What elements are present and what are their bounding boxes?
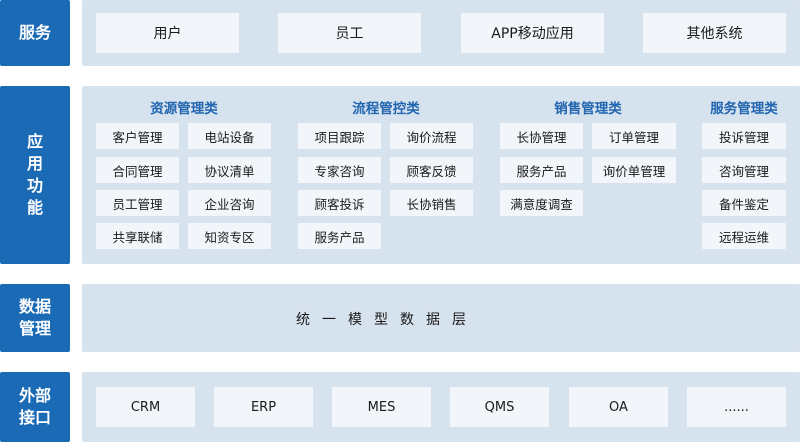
row-label-text: 应 用 功 能 [26, 132, 43, 217]
app-item: 专家咨询 [298, 157, 381, 183]
group-title-resource: 资源管理类 [150, 101, 218, 117]
app-item: 长协管理 [500, 123, 583, 149]
app-item: 员工管理 [96, 190, 179, 216]
service-item-other: 其他系统 [643, 13, 786, 53]
service-panel: 用户 员工 APP移动应用 其他系统 [82, 0, 800, 66]
ext-item-erp: ERP [214, 387, 313, 427]
ext-item-mes: MES [332, 387, 431, 427]
ext-item-oa: OA [569, 387, 668, 427]
row-label-service: 服务 [0, 0, 70, 66]
app-item: 顾客反馈 [390, 157, 473, 183]
app-item: 共享联储 [96, 223, 179, 249]
app-item: 订单管理 [592, 123, 676, 149]
row-label-data: 数据 管理 [0, 284, 70, 352]
row-label-text: 服务 [18, 23, 51, 42]
row-label-app: 应 用 功 能 [0, 86, 70, 264]
app-item: 长协销售 [390, 190, 473, 216]
ext-panel: CRM ERP MES QMS OA ...... [82, 372, 800, 442]
service-item-app: APP移动应用 [461, 13, 604, 53]
row-label-text: 外部 接口 [18, 386, 51, 427]
app-item: 咨询管理 [702, 157, 786, 183]
group-title-process: 流程管控类 [352, 101, 420, 117]
row-label-ext: 外部 接口 [0, 372, 70, 442]
app-item: 协议清单 [188, 157, 271, 183]
app-item: 电站设备 [188, 123, 271, 149]
ext-item-qms: QMS [450, 387, 549, 427]
row-label-text: 数据 管理 [18, 297, 51, 338]
app-item: 服务产品 [500, 157, 583, 183]
ext-item-more: ...... [687, 387, 786, 427]
group-title-sales: 销售管理类 [554, 101, 622, 117]
app-item: 项目跟踪 [298, 123, 381, 149]
service-item-user: 用户 [96, 13, 239, 53]
app-item: 满意度调查 [500, 190, 583, 216]
app-item: 知资专区 [188, 223, 271, 249]
app-item: 企业咨询 [188, 190, 271, 216]
app-item: 服务产品 [298, 223, 381, 249]
app-item: 备件鉴定 [702, 190, 786, 216]
app-item: 询价流程 [390, 123, 473, 149]
app-item: 询价单管理 [592, 157, 676, 183]
service-item-staff: 员工 [278, 13, 421, 53]
app-item: 顾客投诉 [298, 190, 381, 216]
app-item: 合同管理 [96, 157, 179, 183]
data-panel: 统一模型数据层 [82, 284, 800, 352]
ext-item-crm: CRM [96, 387, 195, 427]
app-item: 投诉管理 [702, 123, 786, 149]
app-panel: 资源管理类 客户管理 电站设备 合同管理 协议清单 员工管理 企业咨询 共享联储… [82, 86, 800, 264]
data-layer-label: 统一模型数据层 [296, 312, 478, 328]
group-title-service-mgmt: 服务管理类 [710, 101, 778, 117]
app-item: 客户管理 [96, 123, 179, 149]
app-item: 远程运维 [702, 223, 786, 249]
